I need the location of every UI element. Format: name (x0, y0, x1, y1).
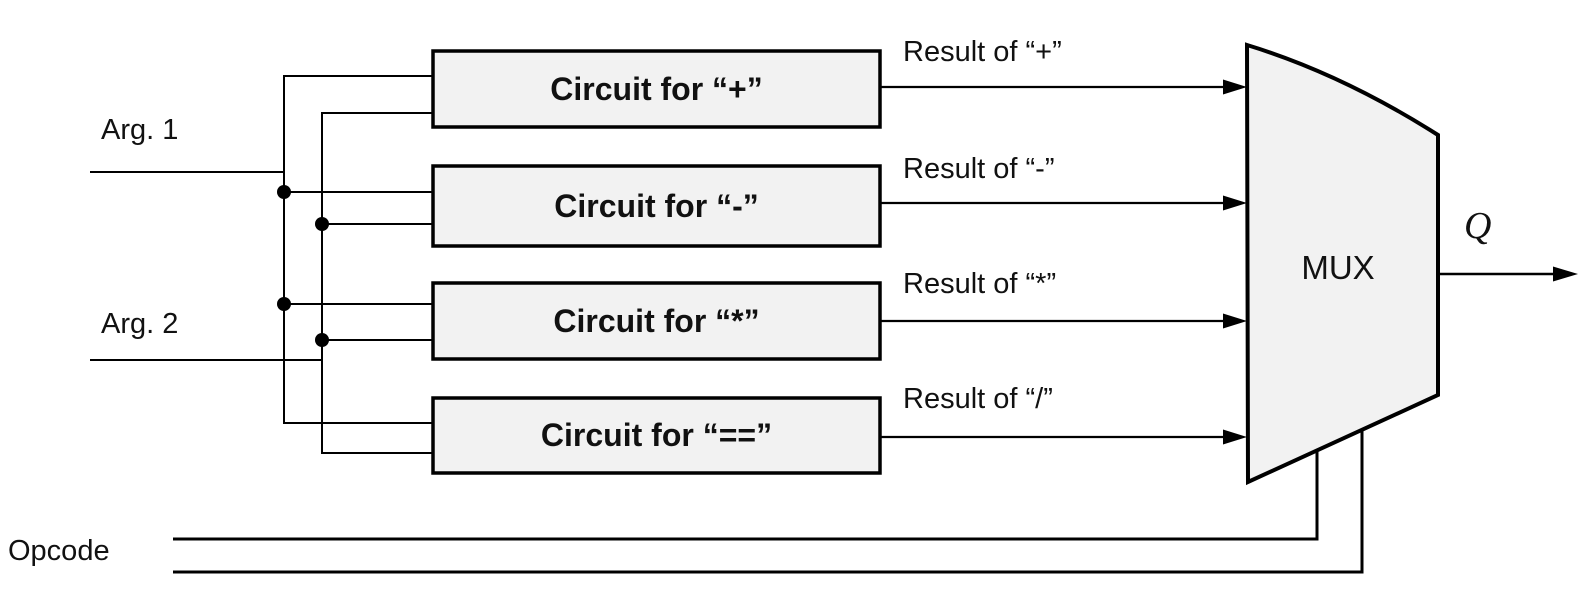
junction-dot (315, 217, 329, 231)
circuit-box-minus-label: Circuit for “-” (554, 187, 759, 224)
opcode-wire-2 (173, 430, 1364, 574)
junction-dot (277, 185, 291, 199)
output-arrow (1438, 266, 1578, 282)
circuit-box-equals (431, 396, 882, 475)
result-divide-label: Result of “/” (903, 383, 1053, 415)
circuit-box-equals-label: Circuit for “==” (540, 417, 773, 453)
circuit-box-multiply-label: Circuit for “*” (553, 302, 760, 339)
arg2-bus (321, 112, 433, 454)
opcode-label: Opcode (8, 535, 110, 567)
mux-label: MUX (1301, 249, 1375, 286)
arg1-label: Arg. 1 (101, 114, 179, 146)
mux-shape (1244, 42, 1440, 486)
result-minus-label: Result of “-” (903, 153, 1055, 185)
opcode-wire-1 (173, 450, 1319, 541)
junction-dot (277, 297, 291, 311)
circuit-box-multiply (431, 281, 882, 361)
result-arrow-multiply (880, 313, 1247, 329)
output-q-label: Q (1464, 205, 1492, 247)
result-multiply-label: Result of “*” (903, 268, 1057, 300)
result-plus-label: Result of “+” (903, 36, 1062, 68)
circuit-box-plus-label: Circuit for “+” (550, 70, 763, 107)
circuit-box-plus (431, 49, 882, 129)
junction-dot (315, 333, 329, 347)
result-arrow-plus (880, 79, 1247, 95)
arg1-bus (283, 75, 433, 424)
arg2-label: Arg. 2 (101, 308, 179, 340)
circuit-box-minus (431, 164, 882, 248)
result-arrow-minus (880, 195, 1247, 211)
result-arrow-divide (880, 429, 1247, 445)
